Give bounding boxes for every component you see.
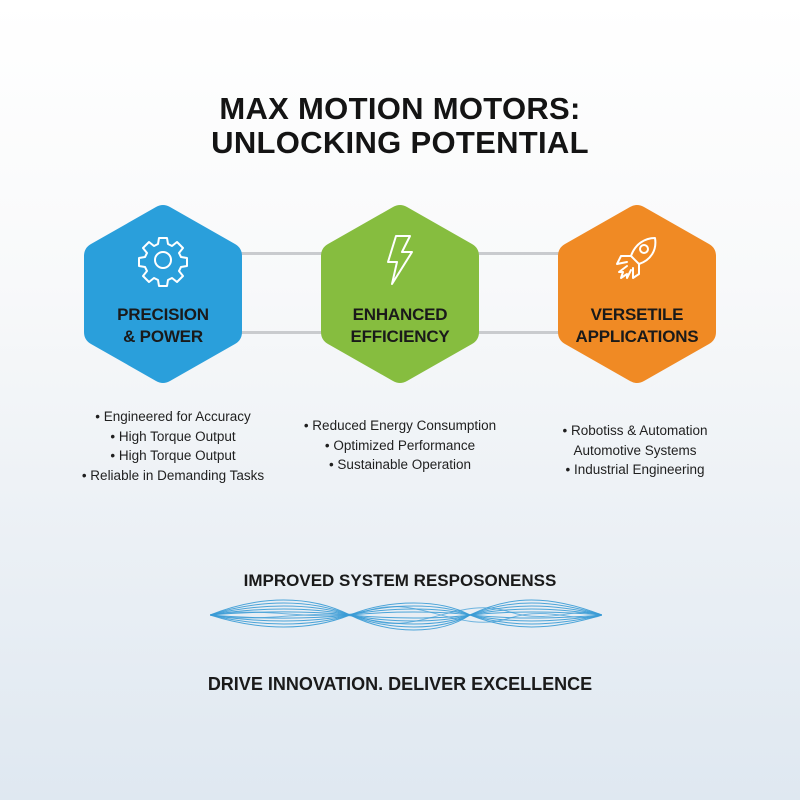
label-line-2: EFFICIENCY xyxy=(350,327,450,346)
page-title: MAX MOTION MOTORS: UNLOCKING POTENTIAL xyxy=(0,92,800,160)
connector-top-left xyxy=(230,252,330,255)
lightning-bolt-icon xyxy=(387,235,413,285)
title-line-1: MAX MOTION MOTORS: xyxy=(219,91,581,126)
label-line-1: VERSETILE xyxy=(590,305,684,324)
feature-label: PRECISION & POWER xyxy=(82,304,244,348)
responsiveness-heading: IMPROVED SYSTEM RESPOSONENSS xyxy=(243,571,557,590)
waveform-graphic xyxy=(210,599,602,631)
feature-precision-power: PRECISION & POWER xyxy=(82,204,244,384)
bullet-item: • Reliable in Demanding Tasks xyxy=(81,467,265,483)
rocket-icon xyxy=(616,237,657,279)
feature-versatile-applications: VERSETILE APPLICATIONS xyxy=(556,204,718,384)
feature-label: VERSETILE APPLICATIONS xyxy=(556,304,718,348)
bullet-item: • Robotiss & Automation xyxy=(562,423,708,438)
label-line-1: ENHANCED xyxy=(352,305,448,324)
bullet-item: • Sustainable Operation xyxy=(328,457,472,472)
bullet-item: Automotive Systems xyxy=(573,442,697,458)
feature-enhanced-efficiency: ENHANCED EFFICIENCY xyxy=(319,204,481,384)
title-line-2: UNLOCKING POTENTIAL xyxy=(211,125,589,160)
label-line-2: & POWER xyxy=(123,327,203,346)
bullet-item: • Reduced Energy Consumption xyxy=(303,418,497,433)
precision-bullet-list: • Engineered for Accuracy • High Torque … xyxy=(58,407,288,485)
connector-bottom-right xyxy=(470,331,570,334)
applications-bullet-list: • Robotiss & Automation Automotive Syste… xyxy=(520,421,750,480)
gear-icon xyxy=(138,237,188,287)
bullet-item: • High Torque Output xyxy=(110,448,236,463)
efficiency-bullet-list: • Reduced Energy Consumption • Optimized… xyxy=(285,416,515,475)
label-line-2: APPLICATIONS xyxy=(575,327,699,346)
hexagon-shape xyxy=(558,205,716,383)
connector-top-right xyxy=(470,252,570,255)
connector-bottom-left xyxy=(230,331,330,334)
bullet-item: • High Torque Output xyxy=(110,428,236,444)
hexagon-shape xyxy=(321,205,479,383)
bullet-item: • Industrial Engineering xyxy=(565,462,705,477)
bullet-item: • Optimized Performance xyxy=(324,437,476,453)
tagline: DRIVE INNOVATION. DELIVER EXCELLENCE xyxy=(207,674,593,694)
label-line-1: PRECISION xyxy=(117,305,209,324)
hexagon-shape xyxy=(84,205,242,383)
bullet-item: • Engineered for Accuracy xyxy=(95,409,251,424)
feature-label: ENHANCED EFFICIENCY xyxy=(319,304,481,348)
